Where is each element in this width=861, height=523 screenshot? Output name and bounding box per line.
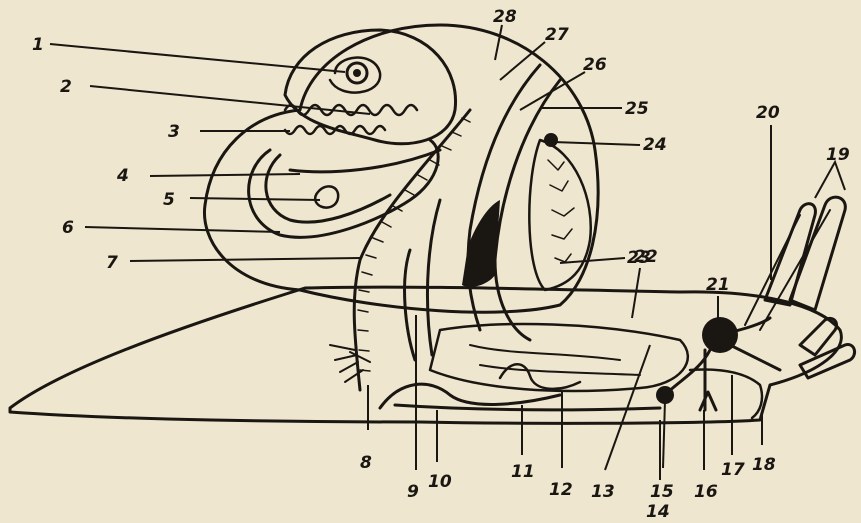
genital-duct-loop bbox=[249, 140, 439, 237]
label-15-bottom: 15 bbox=[650, 482, 674, 502]
leader-23 bbox=[560, 258, 625, 263]
leader-19 bbox=[815, 162, 845, 198]
label-10: 10 bbox=[428, 472, 452, 492]
crop-wrinkles bbox=[470, 345, 640, 375]
lung-vessels bbox=[548, 160, 574, 262]
label-8: 8 bbox=[360, 453, 372, 473]
label-4: 4 bbox=[116, 166, 129, 186]
label-19: 19 bbox=[826, 145, 850, 165]
leader-7 bbox=[130, 258, 360, 261]
lung bbox=[529, 140, 590, 290]
label-24: 24 bbox=[643, 135, 667, 155]
label-9: 9 bbox=[407, 482, 419, 502]
leader-28 bbox=[495, 25, 502, 60]
mantle-frill bbox=[358, 118, 470, 371]
leader-6 bbox=[85, 227, 280, 232]
crop bbox=[430, 324, 688, 391]
lower-tentacle bbox=[800, 318, 837, 355]
label-5: 5 bbox=[163, 190, 175, 210]
gonad-wavy bbox=[285, 126, 385, 134]
label-1: 1 bbox=[32, 35, 44, 55]
label-7: 7 bbox=[106, 253, 118, 273]
label-17: 17 bbox=[721, 460, 745, 480]
leader-4 bbox=[150, 174, 300, 176]
label-11: 11 bbox=[511, 462, 535, 482]
label-3: 3 bbox=[168, 122, 180, 142]
label-26: 26 bbox=[583, 55, 607, 75]
heart bbox=[544, 133, 558, 147]
foot bbox=[10, 287, 841, 423]
label-20: 20 bbox=[756, 103, 780, 123]
leader-22 bbox=[632, 268, 640, 318]
albumen-gland bbox=[315, 186, 338, 207]
label-2: 2 bbox=[60, 77, 72, 97]
label-25: 25 bbox=[625, 99, 649, 119]
label-14: 14 bbox=[646, 502, 670, 522]
leader-5 bbox=[190, 198, 320, 200]
shell-apex bbox=[285, 30, 456, 144]
duct-upper bbox=[290, 150, 440, 172]
leader-2 bbox=[90, 86, 370, 114]
label-16: 16 bbox=[694, 482, 718, 502]
apex-center bbox=[353, 69, 361, 77]
salivary-duct bbox=[500, 364, 580, 389]
leader-15b bbox=[663, 400, 665, 468]
leader-24 bbox=[553, 142, 640, 145]
label-18: 18 bbox=[752, 455, 776, 475]
label-13: 13 bbox=[591, 482, 615, 502]
duct-inner bbox=[266, 155, 390, 222]
label-21: 21 bbox=[706, 275, 730, 295]
label-23: 23 bbox=[627, 248, 651, 268]
label-12: 12 bbox=[549, 480, 573, 500]
label-28: 28 bbox=[493, 7, 517, 27]
esophagus-tube bbox=[468, 65, 560, 340]
label-27: 27 bbox=[545, 25, 569, 45]
label-6: 6 bbox=[62, 218, 74, 238]
intestine bbox=[405, 200, 440, 360]
